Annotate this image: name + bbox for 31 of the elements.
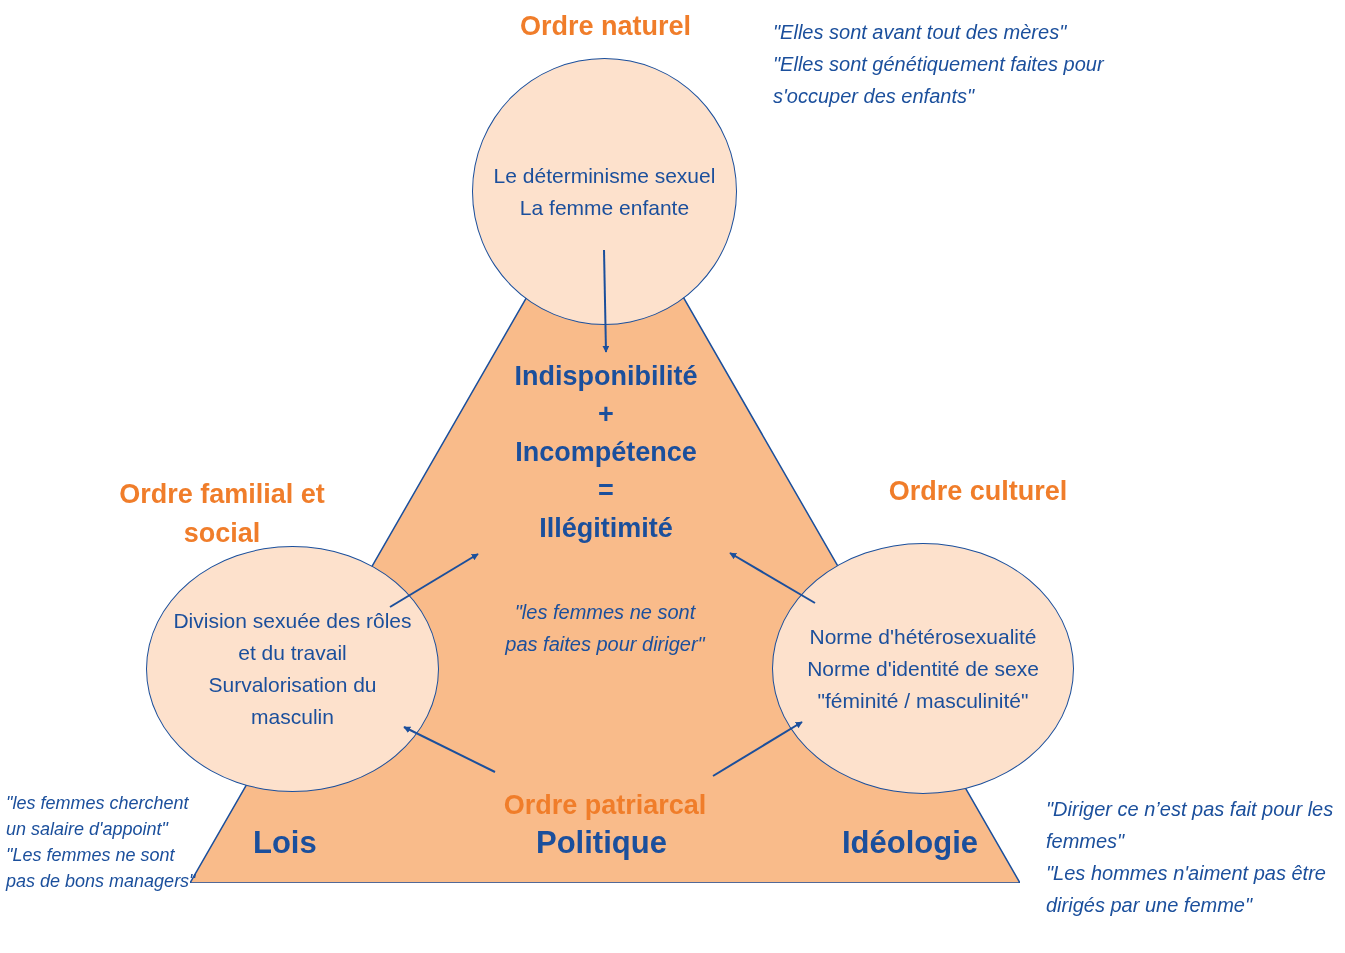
quote-text: "Diriger ce n’est pas fait pour les femmes" [1046, 797, 1335, 854]
arrow [403, 726, 496, 773]
arrow [729, 552, 816, 604]
center-text: Indisponibilité [513, 360, 699, 393]
heading-label: Ordre culturel [887, 475, 1069, 508]
arrow [712, 721, 803, 777]
center-text: = [597, 474, 615, 507]
quote-text: "les femmes ne sont pas faites pour diriger" [505, 600, 705, 657]
heading-label: Ordre naturel [518, 10, 692, 43]
center-text: Illégitimité [538, 512, 674, 545]
circle-text: "féminité / masculinité" [817, 687, 1029, 714]
section-label: Idéologie [842, 824, 979, 862]
section-label: Politique [536, 824, 667, 862]
center-text: + [597, 398, 615, 431]
heading-label: Ordre patriarcal [470, 786, 740, 825]
quote-text: "Elles sont génétiquement faites pour s'occuper des enfants" [773, 52, 1106, 109]
arrow [389, 553, 479, 608]
section-label: Lois [253, 824, 317, 862]
circle-text: Norme d'hétérosexualité [809, 623, 1037, 650]
circle-text: Le déterminisme sexuel [493, 162, 716, 189]
arrow [602, 249, 610, 353]
quote-text: "Les femmes ne sont pas de bons managers" [6, 844, 197, 893]
circle-text: Survalorisation du masculin [207, 672, 378, 730]
heading-label: Ordre familial et social [118, 478, 326, 550]
circle-text: Division sexuée des rôles et du travail [172, 608, 413, 666]
quote-text: "Elles sont avant tout des mères" [773, 20, 1068, 45]
center-text: Incompétence [514, 436, 698, 469]
quote-text: "Les hommes n'aiment pas être dirigés par une femme" [1046, 861, 1327, 918]
quote-text: "les femmes cherchent un salaire d'appoint" [6, 792, 190, 841]
circle-text: La femme enfante [519, 194, 690, 221]
circle-text: Norme d'identité de sexe [807, 655, 1039, 682]
